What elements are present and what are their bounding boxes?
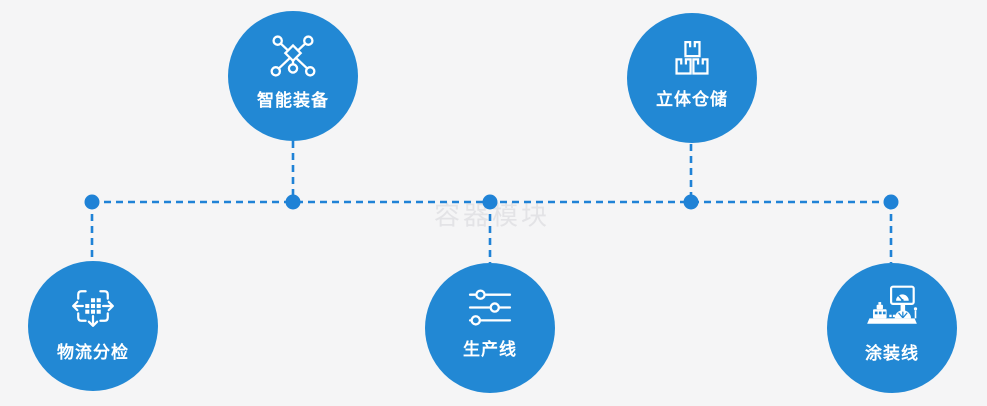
- node-production-line[interactable]: 生产线: [425, 263, 555, 393]
- node-content: 涂装线: [863, 284, 921, 364]
- junction-dot: [683, 194, 699, 210]
- node-label: 生产线: [463, 339, 517, 359]
- node-warehouse-storage[interactable]: 立体仓储: [627, 13, 757, 143]
- node-label: 涂装线: [865, 344, 919, 363]
- node-label: 立体仓储: [656, 89, 728, 109]
- sorting-arrows-icon: [69, 282, 117, 330]
- network-nodes-icon: [268, 34, 318, 78]
- node-smart-equipment[interactable]: 智能装备: [228, 11, 358, 141]
- node-label: 物流分检: [57, 342, 129, 362]
- node-content: 立体仓储: [656, 39, 728, 110]
- junction-dot: [84, 194, 100, 210]
- node-content: 物流分检: [57, 282, 129, 363]
- stacked-boxes-icon: [670, 39, 714, 77]
- node-logistics-sorting[interactable]: 物流分检: [28, 261, 158, 391]
- node-content: 生产线: [463, 288, 517, 360]
- junction-dot: [285, 194, 301, 210]
- junction-dot: [482, 194, 498, 210]
- control-machine-icon: [863, 284, 921, 331]
- junction-dot: [883, 194, 899, 210]
- node-content: 智能装备: [257, 34, 329, 111]
- node-label: 智能装备: [257, 90, 329, 110]
- node-painting-line[interactable]: 涂装线: [827, 263, 957, 393]
- sliders-icon: [467, 288, 513, 327]
